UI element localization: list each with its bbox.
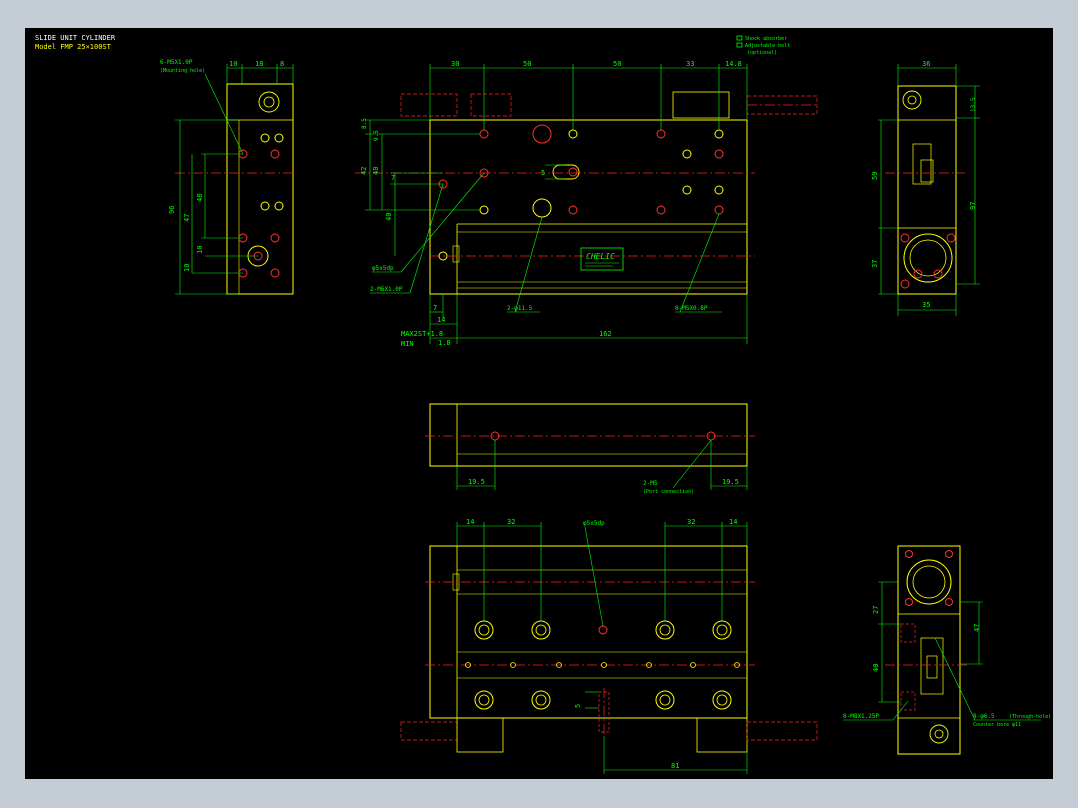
front-slot	[552, 164, 580, 180]
middle-port-label: 2-M5	[643, 480, 658, 487]
right-dim-37: 37	[871, 260, 879, 268]
bottom-dim-top-3: 32	[687, 518, 695, 526]
front-dim-42: 42	[360, 167, 368, 175]
left-dim-top-2: 18	[255, 60, 263, 68]
front-dim-5: 5	[541, 169, 545, 177]
front-dim-8-5: 8.5	[361, 118, 368, 129]
legend-optional: (optional)	[747, 50, 777, 56]
left-callout-note: (Mounting hole)	[160, 68, 205, 74]
front-dim-top-3: 50	[613, 60, 621, 68]
middle-dim-left: 19.5	[468, 478, 485, 486]
br-callout-hole: 8-φ6.5	[973, 713, 995, 720]
left-view-nut	[258, 91, 280, 113]
bottom-right-view: 27 40 47 8-M8X1.25P 8-φ6.5 (Through-hole…	[843, 545, 1051, 755]
title-block: SLIDE UNIT CYLINDER Model FMP 25×100ST	[35, 34, 116, 51]
front-pin-hole: φ5x5dp	[372, 265, 394, 272]
right-view-bore	[903, 233, 953, 283]
legend-shock: Shock absorber	[745, 36, 787, 42]
nameplate	[580, 247, 624, 271]
nameplate-brand: CHELIC	[586, 252, 615, 261]
bottom-dim-81: 81	[671, 762, 679, 770]
br-dim-40: 40	[872, 664, 880, 672]
left-dim-10a: 10	[196, 246, 204, 254]
bottom-dim-top-2: 32	[507, 518, 515, 526]
front-callout-bore: 2-φ11.5	[507, 305, 533, 312]
left-dim-10b: 10	[183, 264, 191, 272]
front-dim-bot-14: 14	[437, 316, 445, 324]
left-dim-96: 96	[168, 206, 176, 214]
front-callout-m6: 2-M6X1.0P	[370, 286, 403, 293]
front-dim-40b: 40	[385, 213, 393, 221]
legend-bolt: Adjustable bolt	[745, 43, 790, 49]
left-view-body	[226, 83, 294, 295]
right-dim-top: 36	[922, 60, 930, 68]
legend: Shock absorber Adjustable bolt (optional…	[736, 35, 790, 56]
front-dim-top-4: 33	[686, 60, 694, 68]
min-value: 1.8	[438, 339, 451, 347]
right-dim-59: 59	[871, 172, 879, 180]
br-callout-hole-note: (Through-hole)	[1009, 714, 1051, 720]
left-dim-top-3: 8	[280, 60, 284, 68]
front-callout-m5: 8-M5X0.8P	[675, 305, 708, 312]
legend-bolt-swatch	[736, 42, 743, 48]
bottom-dim-top-1: 14	[466, 518, 474, 526]
front-dim-40a: 40	[372, 167, 380, 175]
middle-view-body	[429, 403, 748, 467]
middle-view: 19.5 19.5 2-M5 (Port connection)	[425, 403, 755, 495]
right-view-body	[897, 85, 957, 295]
title-line1: SLIDE UNIT CYLINDER	[35, 34, 116, 42]
min-label: MIN	[401, 340, 414, 348]
bottom-dim-top-4: 14	[729, 518, 737, 526]
left-side-view: 10 18 8 96 48 47 10 10 6-M5X1.0P (Mounti…	[160, 59, 295, 295]
front-view-body	[429, 119, 748, 295]
legend-shock-swatch	[736, 35, 743, 41]
middle-port-note: (Port connection)	[643, 489, 694, 495]
left-dim-top-1: 10	[229, 60, 237, 68]
br-callout-m8: 8-M8X1.25P	[843, 713, 880, 720]
bottom-view: 14 32 32 14 φ5x5dp 5 81	[400, 518, 818, 774]
bottom-pin-hole: φ5x5dp	[583, 520, 605, 527]
bottom-dim-5: 5	[574, 704, 582, 708]
right-dim-13-5: 13.5	[970, 97, 977, 112]
front-dim-top-2: 50	[523, 60, 531, 68]
br-dim-27: 27	[872, 606, 880, 614]
left-dim-48: 48	[196, 194, 204, 202]
front-dim-bot-162: 162	[599, 330, 612, 338]
cad-viewport[interactable]: SLIDE UNIT CYLINDER Model FMP 25×100ST S…	[25, 28, 1053, 779]
br-dim-47: 47	[973, 624, 981, 632]
front-dim-9-5: 9.5	[373, 130, 380, 141]
left-callout-label: 6-M5X1.0P	[160, 59, 193, 66]
right-side-view: 36 35 59 37 13.5 97	[871, 60, 980, 316]
br-counterbore: Counter bore φ11	[973, 722, 1021, 728]
front-dim-7: 7	[391, 174, 395, 182]
front-view: CHELIC 30 50 50 33 14.8 8.5 9.5 42 40 40…	[355, 60, 818, 348]
front-dim-top-1: 30	[451, 60, 459, 68]
front-dim-top-5: 14.8	[725, 60, 742, 68]
left-dim-47: 47	[183, 214, 191, 222]
bottom-right-body	[897, 545, 961, 755]
right-dim-bottom: 35	[922, 301, 930, 309]
middle-dim-right: 19.5	[722, 478, 739, 486]
stroke-label: MAX2ST+1.8	[401, 330, 443, 338]
front-dim-bot-7: 7	[433, 304, 437, 312]
title-line2: Model FMP 25×100ST	[35, 43, 112, 51]
right-dim-97: 97	[969, 202, 977, 210]
drawing-canvas: SLIDE UNIT CYLINDER Model FMP 25×100ST S…	[35, 34, 1051, 774]
